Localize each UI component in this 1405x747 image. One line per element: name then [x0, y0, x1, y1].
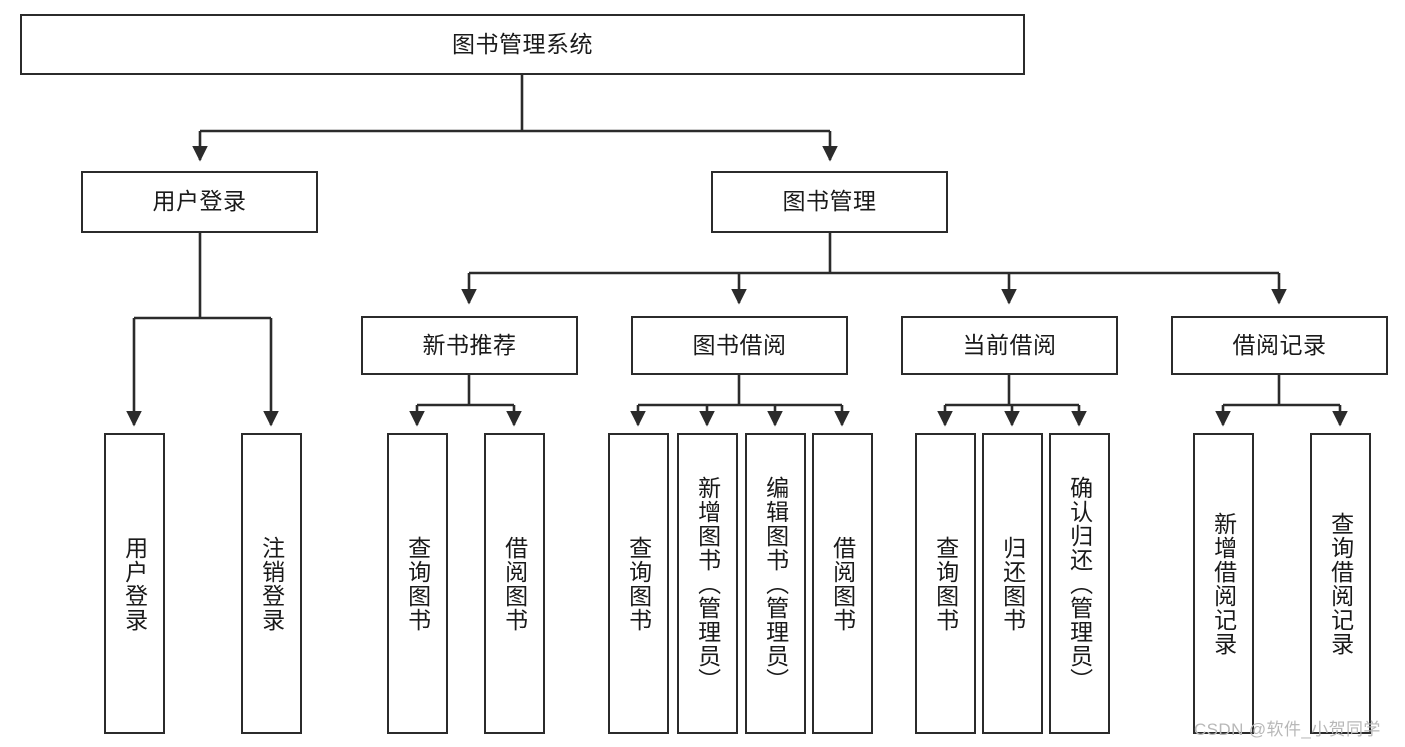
node-leaf-query-book-2-label: 查询图书: [625, 535, 652, 632]
node-leaf-query-book-3-label: 查询图书: [932, 535, 959, 632]
node-leaf-query-record-label: 查询借阅记录: [1327, 511, 1354, 656]
node-user-login[interactable]: 用户登录: [81, 171, 318, 233]
node-leaf-logout[interactable]: 注销登录: [241, 433, 302, 734]
node-book-manage-label: 图书管理: [782, 188, 877, 215]
node-leaf-query-book-1-label: 查询图书: [404, 535, 431, 632]
node-user-login-label: 用户登录: [152, 188, 247, 215]
node-leaf-borrow-book-2[interactable]: 借阅图书: [812, 433, 873, 734]
node-leaf-add-record-label: 新增借阅记录: [1210, 511, 1237, 656]
node-leaf-borrow-book-2-label: 借阅图书: [829, 535, 856, 632]
node-leaf-confirm-return-label: 确认归还（管理员）: [1066, 475, 1093, 692]
node-root[interactable]: 图书管理系统: [20, 14, 1025, 75]
node-current-borrow[interactable]: 当前借阅: [901, 316, 1118, 375]
node-leaf-query-book-2[interactable]: 查询图书: [608, 433, 669, 734]
node-leaf-borrow-book-1[interactable]: 借阅图书: [484, 433, 545, 734]
node-book-borrow-label: 图书借阅: [692, 331, 787, 358]
node-leaf-edit-book[interactable]: 编辑图书（管理员）: [745, 433, 806, 734]
node-root-label: 图书管理系统: [452, 30, 593, 57]
node-borrow-record-label: 借阅记录: [1232, 331, 1327, 358]
node-leaf-confirm-return[interactable]: 确认归还（管理员）: [1049, 433, 1110, 734]
node-leaf-add-book[interactable]: 新增图书（管理员）: [677, 433, 738, 734]
node-book-manage[interactable]: 图书管理: [711, 171, 948, 233]
node-leaf-query-book-3[interactable]: 查询图书: [915, 433, 976, 734]
node-leaf-add-book-label: 新增图书（管理员）: [694, 475, 721, 692]
node-leaf-return-book[interactable]: 归还图书: [982, 433, 1043, 734]
node-leaf-return-book-label: 归还图书: [999, 535, 1026, 632]
node-book-borrow[interactable]: 图书借阅: [631, 316, 848, 375]
node-leaf-borrow-book-1-label: 借阅图书: [501, 535, 528, 632]
watermark-text: CSDN @软件_小贺同学: [1194, 720, 1381, 739]
node-leaf-add-record[interactable]: 新增借阅记录: [1193, 433, 1254, 734]
node-leaf-user-login[interactable]: 用户登录: [104, 433, 165, 734]
node-new-book-rec-label: 新书推荐: [422, 331, 517, 358]
node-leaf-query-record[interactable]: 查询借阅记录: [1310, 433, 1371, 734]
node-current-borrow-label: 当前借阅: [962, 331, 1057, 358]
node-leaf-logout-label: 注销登录: [258, 535, 285, 632]
node-leaf-query-book-1[interactable]: 查询图书: [387, 433, 448, 734]
node-new-book-rec[interactable]: 新书推荐: [361, 316, 578, 375]
node-leaf-edit-book-label: 编辑图书（管理员）: [762, 475, 789, 692]
node-leaf-user-login-label: 用户登录: [121, 535, 148, 632]
node-borrow-record[interactable]: 借阅记录: [1171, 316, 1388, 375]
